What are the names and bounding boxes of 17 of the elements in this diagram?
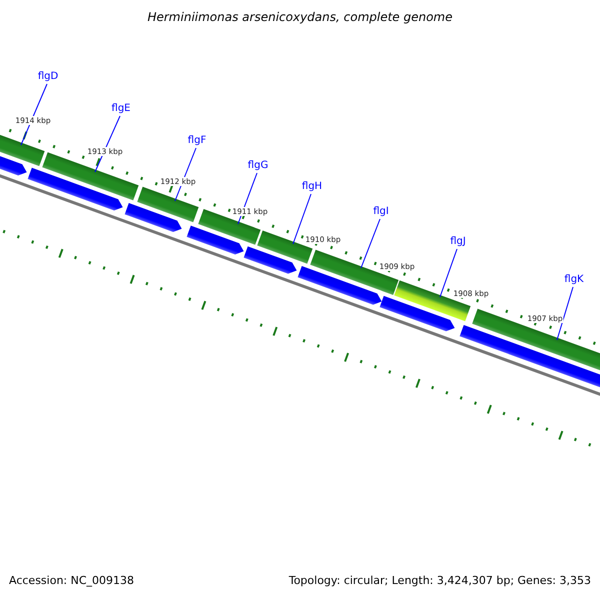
leader-line bbox=[360, 218, 380, 268]
gene-label: flgE bbox=[112, 103, 130, 114]
gene-bar bbox=[137, 186, 199, 222]
gene-label: flgF bbox=[188, 135, 206, 146]
gene-label: flgK bbox=[564, 274, 584, 285]
leader-line bbox=[440, 248, 458, 298]
gene-label: flgI bbox=[373, 206, 389, 217]
leader-line bbox=[292, 194, 312, 244]
leader-line bbox=[174, 148, 196, 202]
gene-label: flgD bbox=[38, 71, 58, 82]
leader-line bbox=[556, 286, 574, 340]
gene-label: flgG bbox=[248, 160, 268, 171]
genome-summary-text: Topology: circular; Length: 3,424,307 bp; Genes: 3,353 bbox=[288, 574, 591, 587]
title: Herminiimonas arsenicoxydans, complete genome bbox=[146, 10, 454, 24]
accession-text: Accession: NC_009138 bbox=[9, 574, 134, 587]
gene-label: flgJ bbox=[450, 236, 466, 247]
gene-label: flgH bbox=[302, 181, 322, 192]
